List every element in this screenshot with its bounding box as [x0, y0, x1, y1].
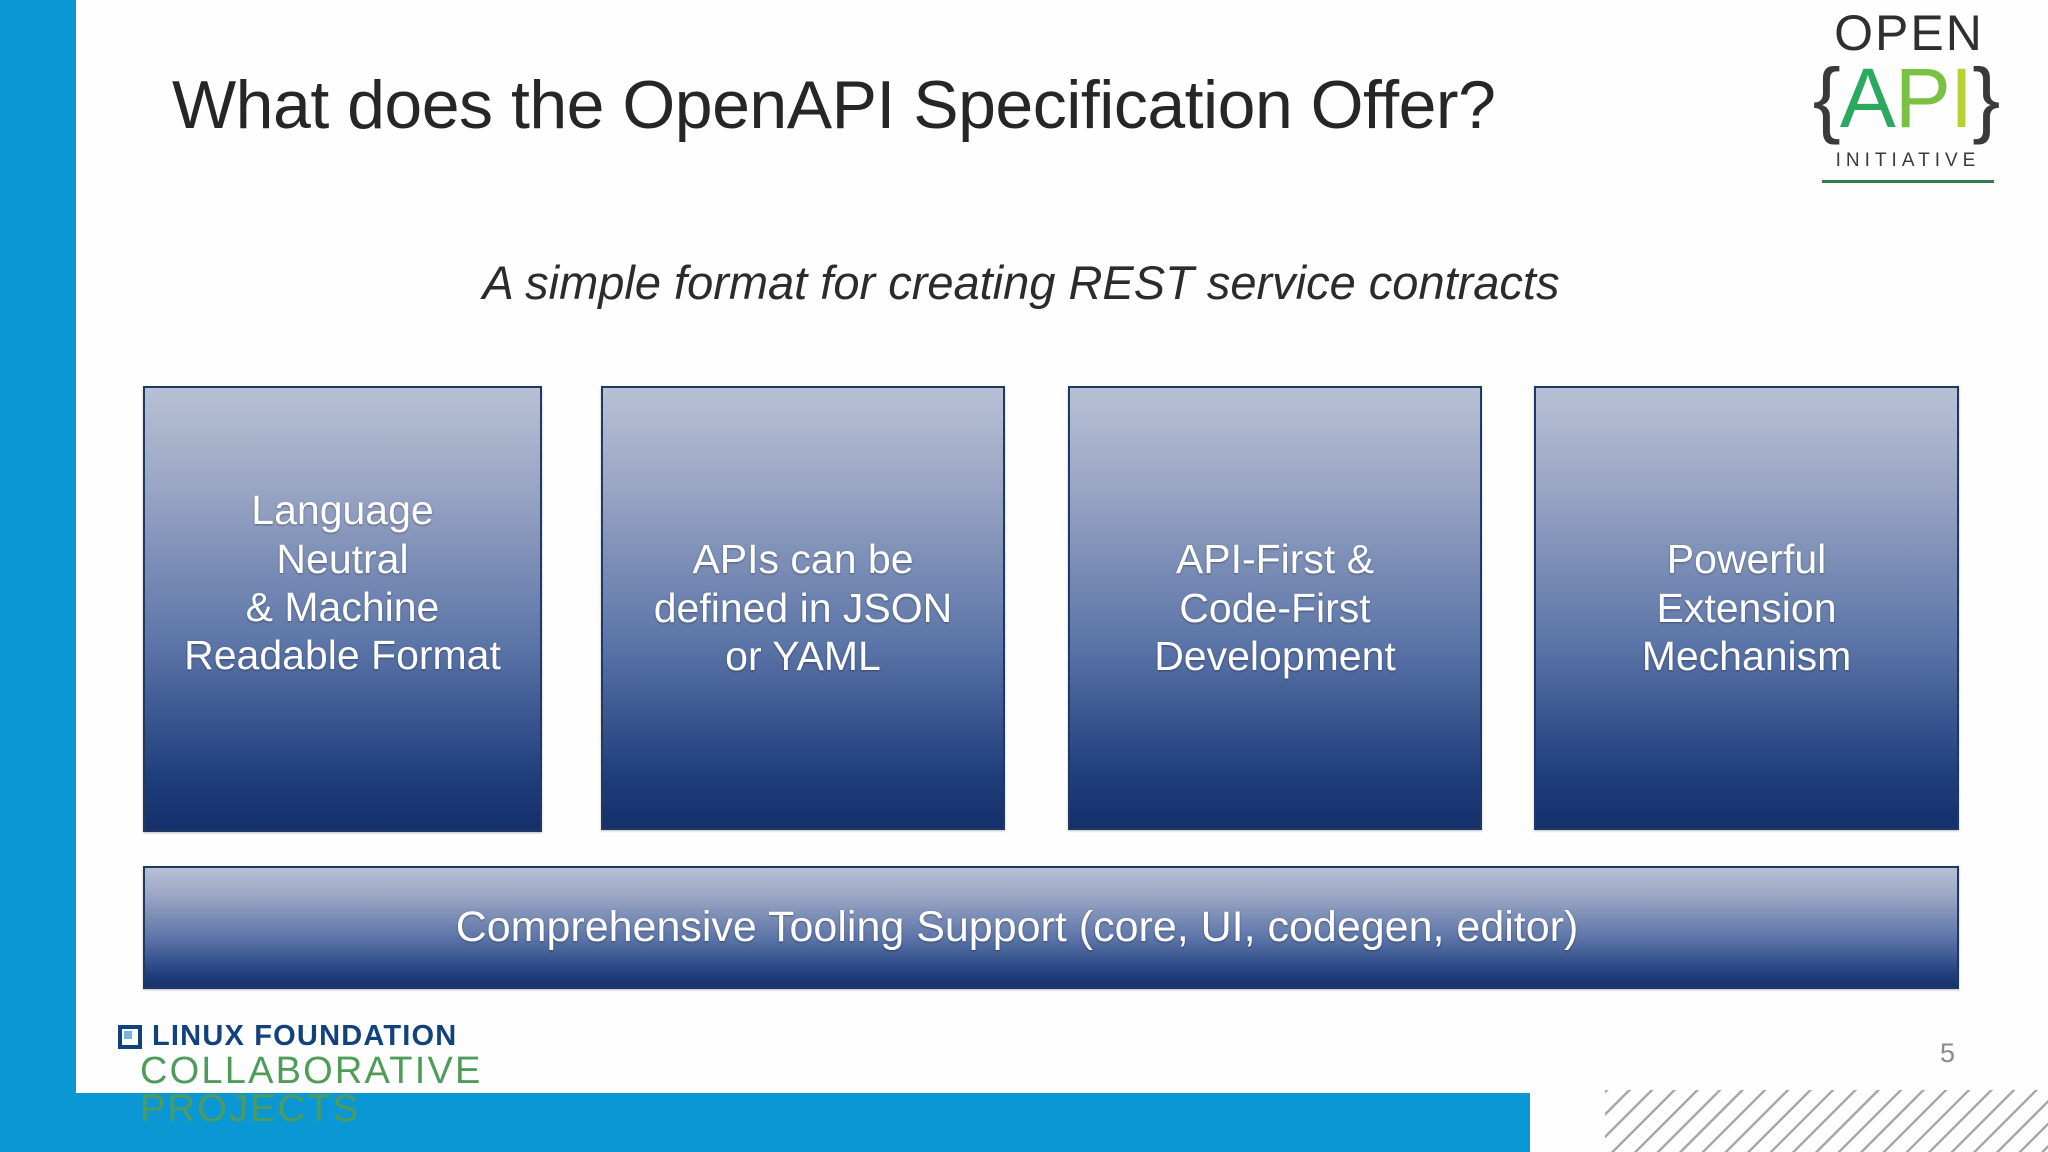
diagonal-hatch-decoration — [1605, 1090, 2048, 1152]
linux-foundation-primary-row: LINUX FOUNDATION — [118, 1022, 457, 1051]
linux-foundation-name: LINUX FOUNDATION — [152, 1020, 458, 1052]
linux-foundation-logo: LINUX FOUNDATION COLLABORATIVE PROJECTS — [118, 1022, 618, 1128]
openapi-initiative-logo: OPEN {API} INITIATIVE — [1792, 8, 2020, 216]
logo-open-text: OPEN — [1834, 5, 1984, 61]
bottom-accent-bar — [0, 1093, 1530, 1152]
logo-initiative-text: INITIATIVE — [1835, 150, 1981, 171]
logo-letter-i: I — [1949, 51, 1973, 145]
logo-underline-rule — [1822, 180, 1994, 183]
logo-brace-close-icon: } — [1972, 51, 2000, 145]
page-title: What does the OpenAPI Specification Offe… — [172, 67, 1496, 143]
linux-foundation-square-icon — [118, 1024, 142, 1049]
collaborative-projects-name: COLLABORATIVE PROJECTS — [140, 1050, 483, 1130]
logo-letter-a: A — [1839, 51, 1896, 145]
tooling-support-bar: Comprehensive Tooling Support (core, UI,… — [143, 866, 1959, 989]
left-accent-bar — [0, 0, 76, 1152]
logo-letter-p: P — [1894, 51, 1951, 145]
page-number: 5 — [1940, 1038, 1956, 1068]
tooling-support-label: Comprehensive Tooling Support (core, UI,… — [455, 903, 1579, 951]
page-subtitle: A simple format for creating REST servic… — [482, 256, 1560, 309]
logo-api-text: {API} — [1792, 56, 2020, 140]
logo-brace-open-icon: { — [1812, 51, 1841, 145]
